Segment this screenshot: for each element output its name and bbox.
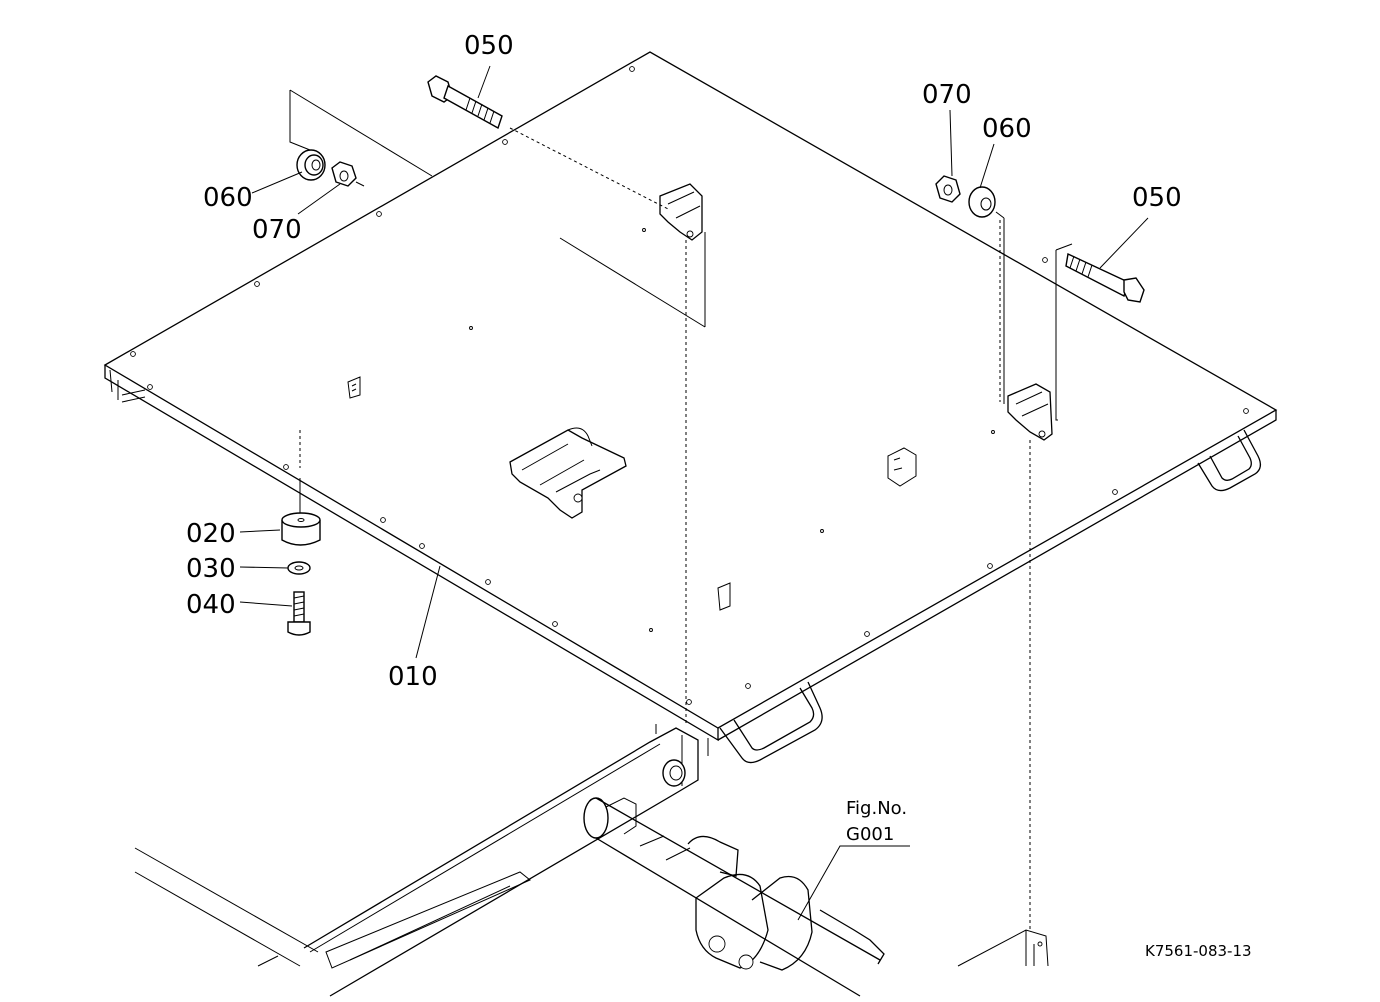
fig-number: G001 [846, 824, 894, 845]
fig-label: Fig.No. [846, 798, 907, 819]
callout-020: 020 [186, 519, 236, 549]
washer-060-right [968, 143, 1005, 219]
drawing-code: K7561-083-13 [1145, 942, 1252, 960]
nut-070-right [935, 109, 961, 203]
nut-070-left [297, 161, 365, 215]
washer-060-left [251, 149, 326, 194]
plate-mounting-holes [130, 66, 1249, 705]
right-hinge-panel [999, 218, 1073, 930]
plate-handle-front [719, 681, 823, 764]
leader-010 [415, 565, 441, 659]
callout-070-right: 070 [922, 80, 972, 110]
callout-050-top: 050 [464, 31, 514, 61]
bolt-050-right [1065, 217, 1149, 303]
callout-060-left: 060 [203, 183, 253, 213]
bolt-050-left [427, 65, 503, 130]
washer-030 [239, 561, 311, 575]
plate-handle-right [1197, 429, 1262, 492]
bolt-040 [239, 591, 311, 636]
axle-shaft-assembly [583, 797, 885, 997]
left-hinge-panel [289, 89, 706, 725]
callout-030: 030 [186, 554, 236, 584]
figure-reference: Fig.No. G001 [797, 798, 910, 921]
callout-040: 040 [186, 590, 236, 620]
tractor-frame [134, 724, 1049, 997]
floor-plate-010 [103, 51, 1278, 742]
rubber-mount-020 [239, 430, 321, 546]
callout-010: 010 [388, 662, 438, 692]
callout-060-right: 060 [982, 114, 1032, 144]
callout-070-left: 070 [252, 215, 302, 245]
callout-050-right: 050 [1132, 183, 1182, 213]
center-bracket [509, 427, 627, 519]
